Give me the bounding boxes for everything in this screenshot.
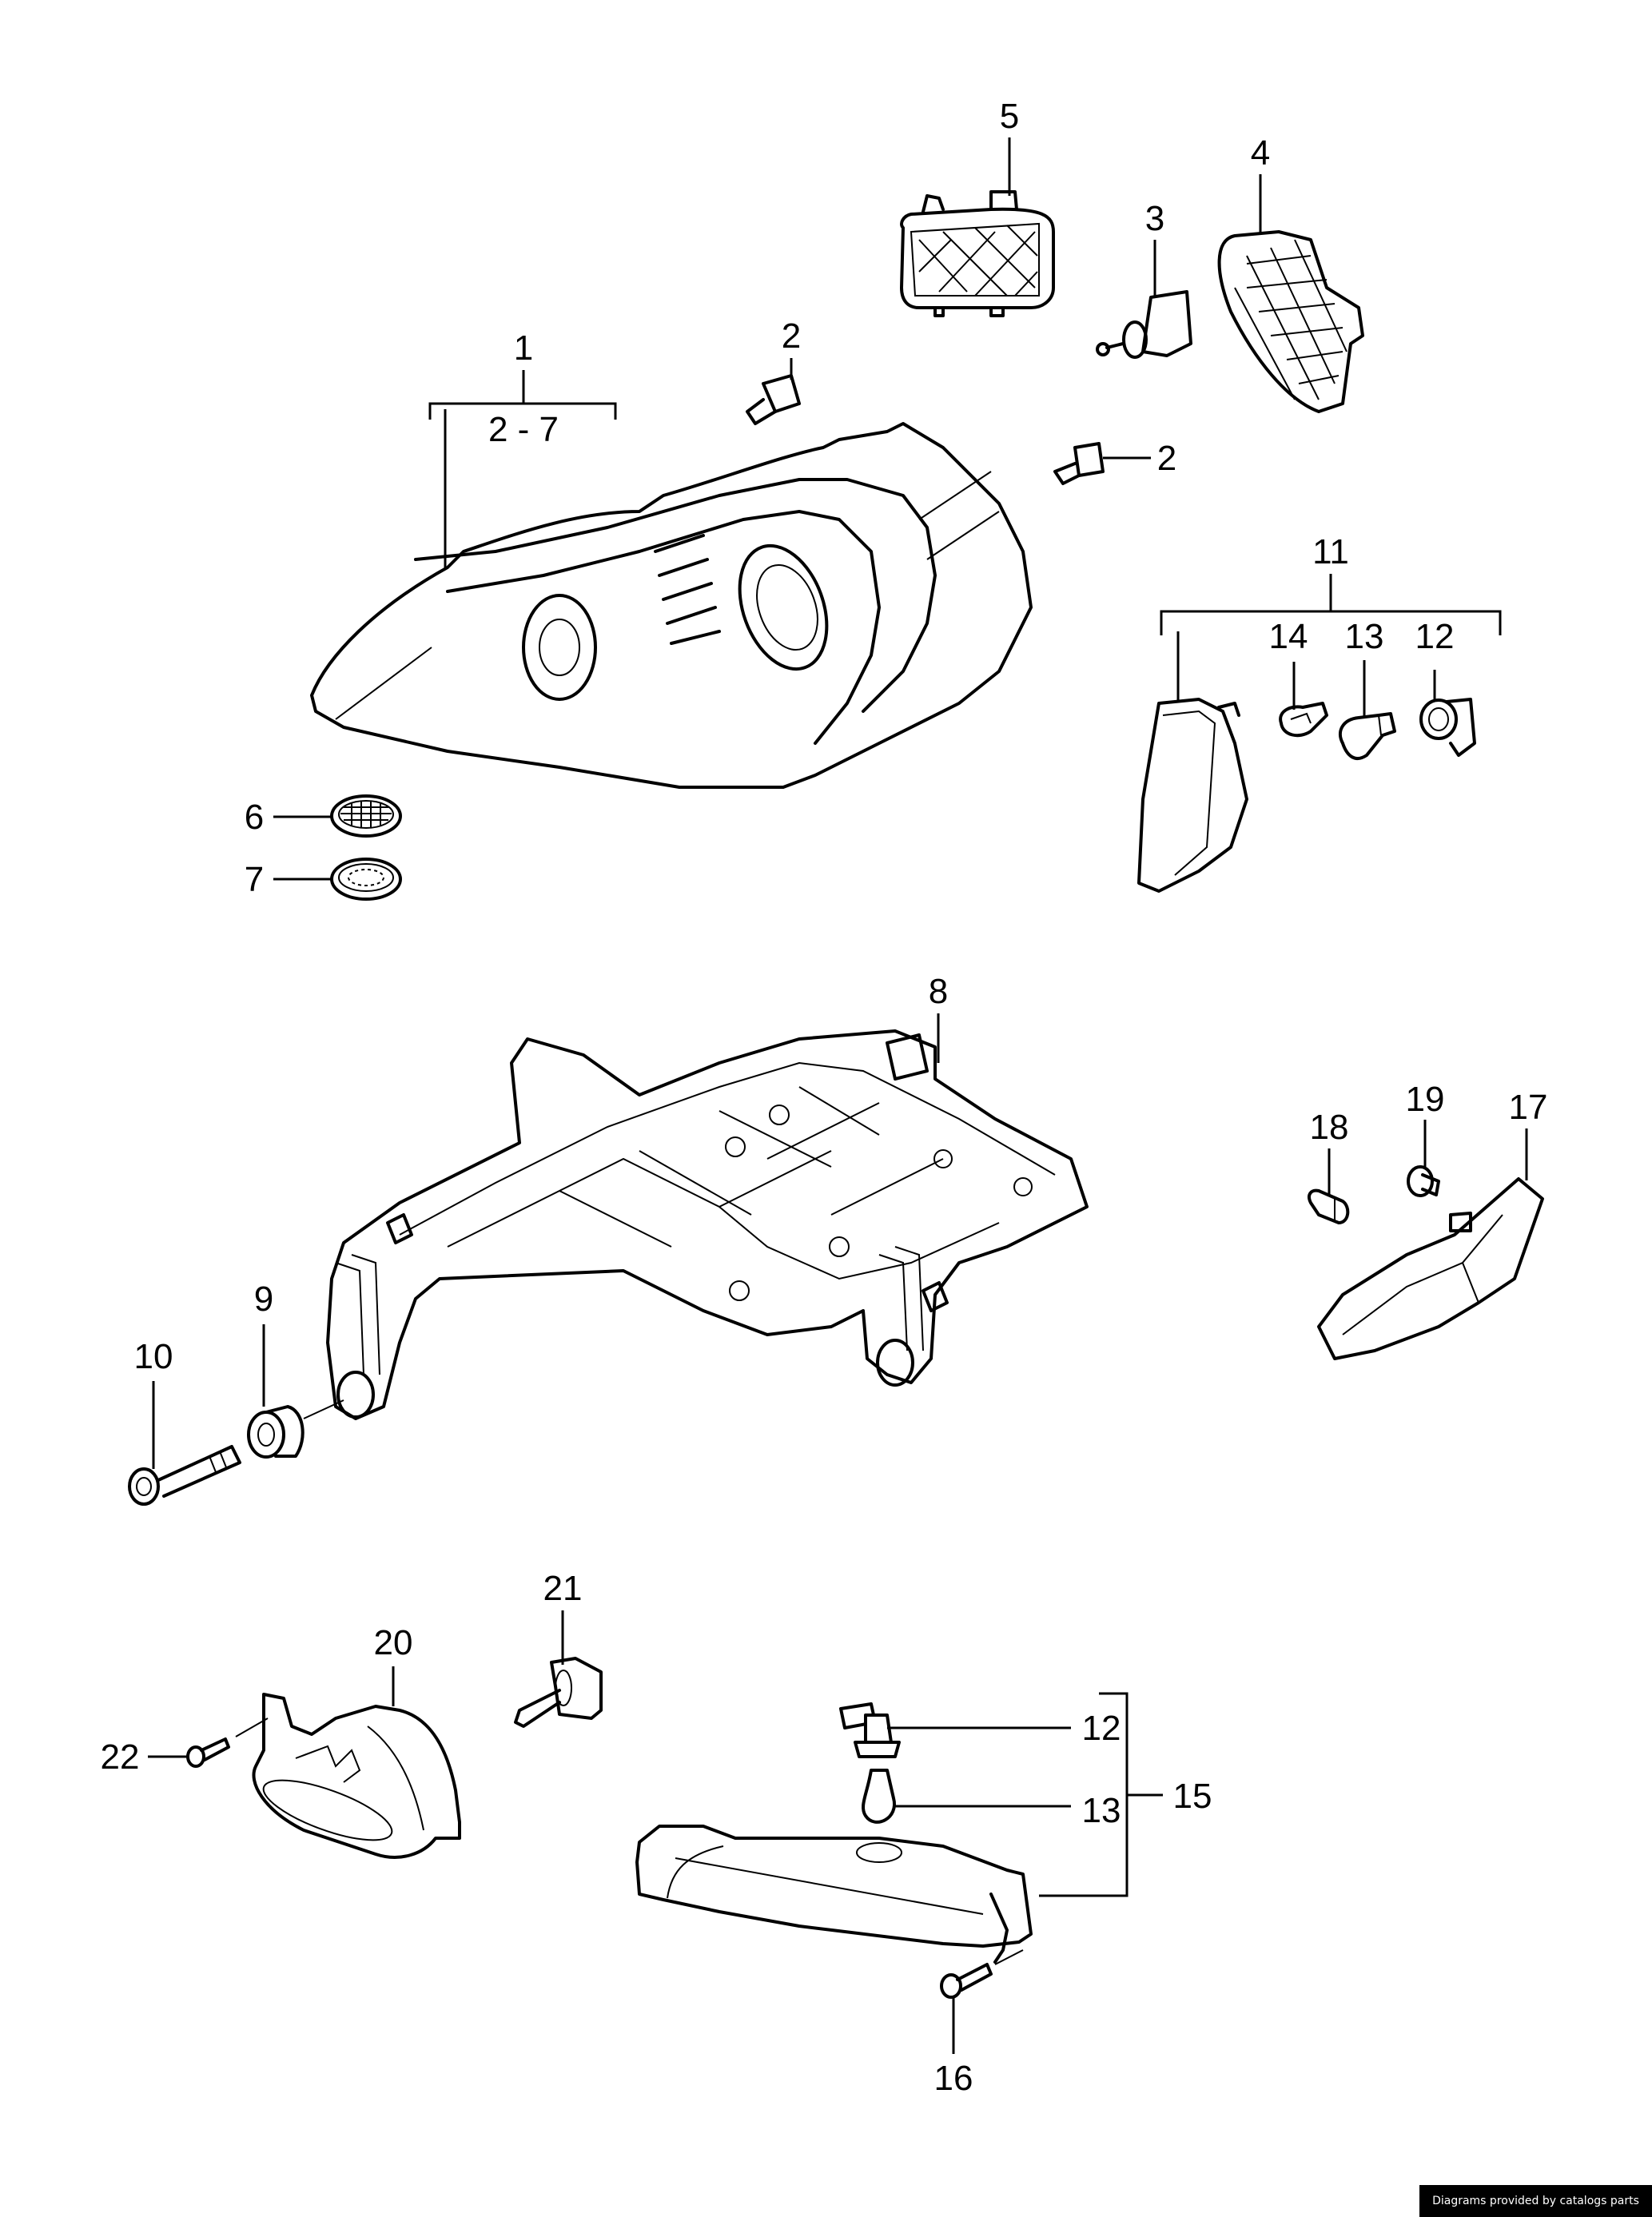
callout-12a[interactable]: 12 <box>1415 617 1455 656</box>
callout-12b[interactable]: 12 <box>1082 1709 1121 1748</box>
side-marker-lens[interactable] <box>1137 698 1248 893</box>
callout-16[interactable]: 16 <box>934 2059 973 2098</box>
callout-15[interactable]: 15 <box>1173 1777 1212 1816</box>
callout-18[interactable]: 18 <box>1310 1108 1349 1147</box>
callout-5[interactable]: 5 <box>1000 97 1019 136</box>
vent-seal[interactable] <box>330 858 402 901</box>
callout-14[interactable]: 14 <box>1269 617 1308 656</box>
callout-6[interactable]: 6 <box>245 798 264 837</box>
bulb-18[interactable] <box>1308 1188 1350 1224</box>
credit-badge: Diagrams provided by catalogs parts <box>1419 2185 1652 2217</box>
callout-2a[interactable]: 2 <box>782 316 801 356</box>
callout-22[interactable]: 22 <box>101 1737 140 1777</box>
bulb-socket-12a[interactable] <box>1419 698 1476 757</box>
screw-16[interactable] <box>940 1963 993 1999</box>
callout-1-group: 1 2 - 7 <box>428 328 617 569</box>
headlight-assembly[interactable] <box>310 422 1033 789</box>
callout-3[interactable]: 3 <box>1145 199 1164 238</box>
callout-8[interactable]: 8 <box>929 972 948 1011</box>
callout-13a[interactable]: 13 <box>1345 617 1384 656</box>
callout-11[interactable]: 11 <box>1312 532 1349 571</box>
credit-text: Diagrams provided by catalogs parts <box>1432 2195 1639 2207</box>
wedge-bulb[interactable] <box>1279 702 1328 738</box>
callout-19[interactable]: 19 <box>1406 1080 1445 1119</box>
side-indicator-17[interactable] <box>1317 1177 1544 1360</box>
callout-17[interactable]: 17 <box>1509 1088 1548 1127</box>
callout-1[interactable]: 1 <box>514 328 533 368</box>
rubber-grommet[interactable] <box>247 1405 305 1459</box>
mesh-seal[interactable] <box>330 794 402 838</box>
screw-19[interactable] <box>1407 1165 1440 1197</box>
callout-15-group: 15 12 13 <box>887 1692 1212 1897</box>
bulb-socket-12b[interactable] <box>839 1702 901 1758</box>
bulb-holder-2b[interactable] <box>1053 442 1105 485</box>
bulb-holder-2a[interactable] <box>746 374 801 425</box>
callout-9[interactable]: 9 <box>254 1280 273 1319</box>
grille-cover[interactable] <box>1217 230 1364 413</box>
bulb-13b[interactable] <box>862 1769 897 1824</box>
callout-1-range[interactable]: 2 - 7 <box>488 410 559 449</box>
adjuster-motor[interactable] <box>1096 290 1192 359</box>
callout-11-group: 11 <box>1160 532 1502 635</box>
mounting-bolt[interactable] <box>128 1445 241 1506</box>
fog-bulb-21[interactable] <box>514 1657 603 1728</box>
callout-20[interactable]: 20 <box>374 1623 413 1662</box>
callout-21[interactable]: 21 <box>543 1569 583 1608</box>
mesh-cover[interactable] <box>900 190 1055 317</box>
callout-13b[interactable]: 13 <box>1082 1791 1121 1830</box>
screw-22[interactable] <box>186 1737 230 1768</box>
callout-10[interactable]: 10 <box>134 1337 173 1376</box>
fog-light-housing[interactable] <box>252 1693 461 1859</box>
carrier-frame[interactable] <box>326 1029 1089 1420</box>
bulb-13a[interactable] <box>1338 712 1396 760</box>
callout-4[interactable]: 4 <box>1251 133 1270 173</box>
turn-signal-housing[interactable] <box>635 1825 1033 1964</box>
callout-2b[interactable]: 2 <box>1157 439 1176 478</box>
callout-7[interactable]: 7 <box>245 860 264 899</box>
